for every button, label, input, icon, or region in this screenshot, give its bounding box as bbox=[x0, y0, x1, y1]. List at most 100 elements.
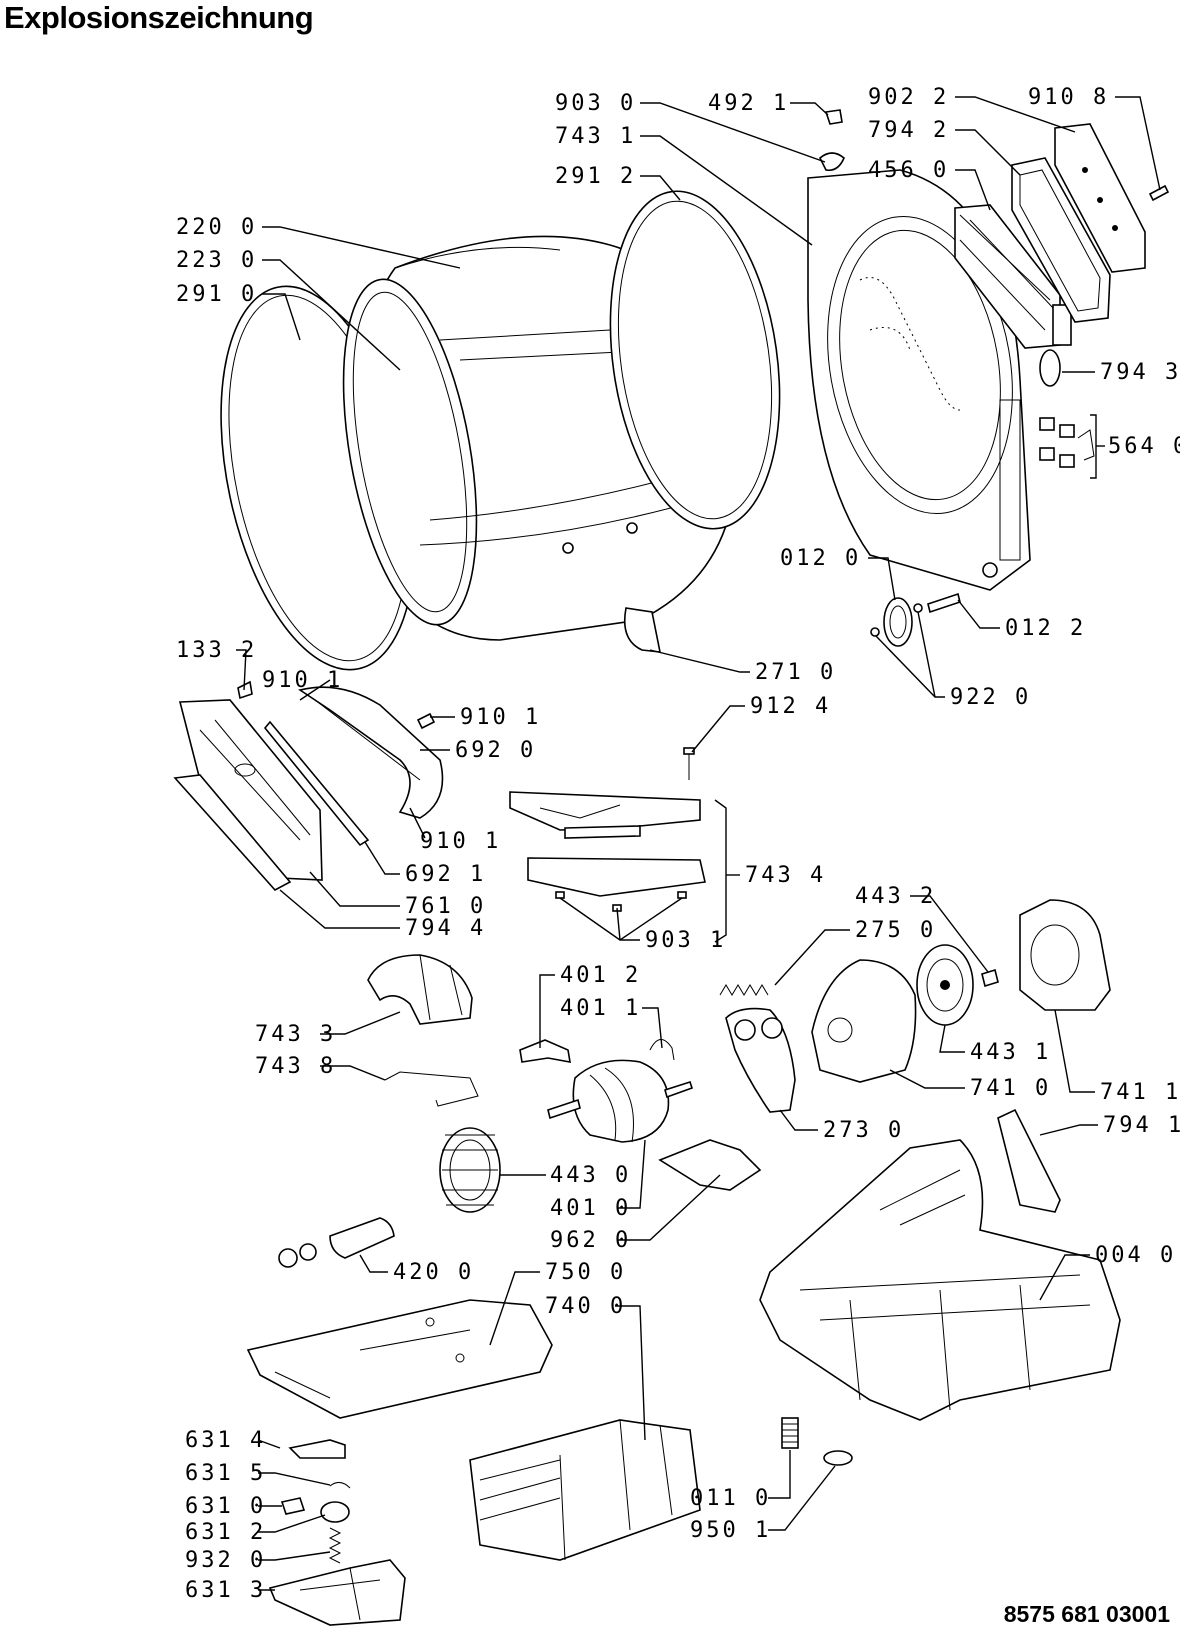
duct-gasket bbox=[997, 1108, 1061, 1213]
clip-small bbox=[824, 109, 843, 125]
callout-label: 740 0 bbox=[545, 1294, 626, 1319]
callout-label: 743 1 bbox=[555, 124, 636, 149]
callout-label: 401 0 bbox=[550, 1196, 631, 1221]
callout-label: 741 0 bbox=[970, 1076, 1051, 1101]
callout-label: 223 0 bbox=[176, 248, 257, 273]
fan-cover bbox=[1019, 899, 1111, 1011]
callout-label: 910 1 bbox=[460, 705, 541, 730]
heater-gasket bbox=[1011, 157, 1111, 323]
knob bbox=[320, 1501, 350, 1523]
base-plate bbox=[246, 1299, 553, 1419]
callout-label: 291 0 bbox=[176, 282, 257, 307]
callout-label: 761 0 bbox=[405, 894, 486, 919]
leader-lines bbox=[236, 96, 1161, 1591]
motor-bracket bbox=[367, 954, 473, 1025]
callout-label: 912 4 bbox=[750, 694, 831, 719]
callout-label: 401 2 bbox=[560, 963, 641, 988]
pin bbox=[927, 592, 961, 614]
callout-label: 794 4 bbox=[405, 916, 486, 941]
callout-label: 743 3 bbox=[255, 1022, 336, 1047]
foot-pad bbox=[823, 1450, 853, 1466]
capacitor bbox=[278, 1217, 395, 1268]
callout-label: 692 1 bbox=[405, 862, 486, 887]
lock-plate bbox=[280, 1497, 306, 1515]
screw bbox=[683, 747, 695, 780]
callout-label: 443 1 bbox=[970, 1040, 1051, 1065]
callout-label: 794 2 bbox=[868, 118, 949, 143]
foot bbox=[781, 1417, 799, 1449]
callout-label: 910 8 bbox=[1028, 85, 1109, 110]
base-frame bbox=[759, 1139, 1121, 1421]
motor-clip bbox=[519, 1039, 571, 1063]
heat-exchanger bbox=[469, 1419, 701, 1561]
callout-label: 903 0 bbox=[555, 91, 636, 116]
air-duct-lower bbox=[527, 857, 706, 897]
callout-label: 692 0 bbox=[455, 738, 536, 763]
front-seal bbox=[173, 774, 292, 892]
callout-label: 275 0 bbox=[855, 918, 936, 943]
cover-plate bbox=[658, 1139, 762, 1191]
callout-labels: 903 0 492 1 902 2 910 8 743 1 794 2 291 … bbox=[176, 85, 1180, 1603]
wire-bracket bbox=[384, 1071, 479, 1107]
callout-label: 220 0 bbox=[176, 215, 257, 240]
motor-clip bbox=[649, 1039, 675, 1061]
document-number: 8575 681 03001 bbox=[1003, 1601, 1170, 1627]
callout-label: 950 1 bbox=[690, 1518, 771, 1543]
page-title: Explosionszeichnung bbox=[4, 0, 314, 35]
microswitch-lever bbox=[288, 1439, 346, 1459]
callout-label: 743 8 bbox=[255, 1054, 336, 1079]
callout-label: 271 0 bbox=[755, 660, 836, 685]
callout-label: 012 2 bbox=[1005, 616, 1086, 641]
callout-label: 903 1 bbox=[645, 928, 726, 953]
callout-label: 932 0 bbox=[185, 1548, 266, 1573]
callout-label: 631 4 bbox=[185, 1428, 266, 1453]
rear-gasket-ring bbox=[609, 190, 781, 530]
callout-label: 443 2 bbox=[855, 884, 936, 909]
callout-label: 564 0 bbox=[1108, 434, 1180, 459]
callout-label: 741 1 bbox=[1100, 1080, 1180, 1105]
callout-label: 401 1 bbox=[560, 996, 641, 1021]
fan-housing bbox=[811, 959, 917, 1083]
heater-element bbox=[954, 204, 1072, 349]
callout-label: 011 0 bbox=[690, 1486, 771, 1511]
motor bbox=[547, 1059, 694, 1143]
callout-label: 443 0 bbox=[550, 1163, 631, 1188]
callout-label: 902 2 bbox=[868, 85, 949, 110]
callout-label: 631 0 bbox=[185, 1494, 266, 1519]
callout-label: 456 0 bbox=[868, 158, 949, 183]
callout-label: 133 2 bbox=[176, 638, 257, 663]
callout-label: 004 0 bbox=[1095, 1243, 1176, 1268]
filter-disc bbox=[870, 597, 923, 647]
callout-label: 743 4 bbox=[745, 863, 826, 888]
callout-label: 794 3 bbox=[1100, 360, 1180, 385]
blower-wheel bbox=[439, 1127, 501, 1213]
callout-label: 420 0 bbox=[393, 1260, 474, 1285]
callout-label: 631 3 bbox=[185, 1578, 266, 1603]
callout-label: 794 1 bbox=[1103, 1113, 1180, 1138]
spring-clip bbox=[329, 1482, 351, 1489]
door-frame-top bbox=[263, 686, 444, 847]
compression-spring bbox=[328, 1527, 342, 1564]
callout-label: 631 5 bbox=[185, 1461, 266, 1486]
thermostat-clips bbox=[1039, 417, 1095, 468]
callout-label: 631 2 bbox=[185, 1520, 266, 1545]
clip bbox=[819, 152, 845, 172]
air-duct-upper bbox=[509, 791, 701, 839]
tensioner-arm bbox=[725, 1007, 796, 1113]
tension-spring bbox=[719, 984, 769, 996]
small-gasket bbox=[1039, 349, 1061, 387]
callout-label: 962 0 bbox=[550, 1228, 631, 1253]
callout-label: 492 1 bbox=[708, 91, 789, 116]
screw bbox=[416, 712, 436, 730]
callout-label: 910 1 bbox=[420, 829, 501, 854]
callout-label: 291 2 bbox=[555, 164, 636, 189]
callout-label: 273 0 bbox=[823, 1118, 904, 1143]
impeller bbox=[916, 944, 974, 1026]
callout-label: 922 0 bbox=[950, 685, 1031, 710]
door-lock-housing bbox=[268, 1559, 406, 1626]
callout-label: 750 0 bbox=[545, 1260, 626, 1285]
callout-label: 012 0 bbox=[780, 546, 861, 571]
nut bbox=[981, 968, 999, 988]
clip bbox=[237, 680, 253, 700]
